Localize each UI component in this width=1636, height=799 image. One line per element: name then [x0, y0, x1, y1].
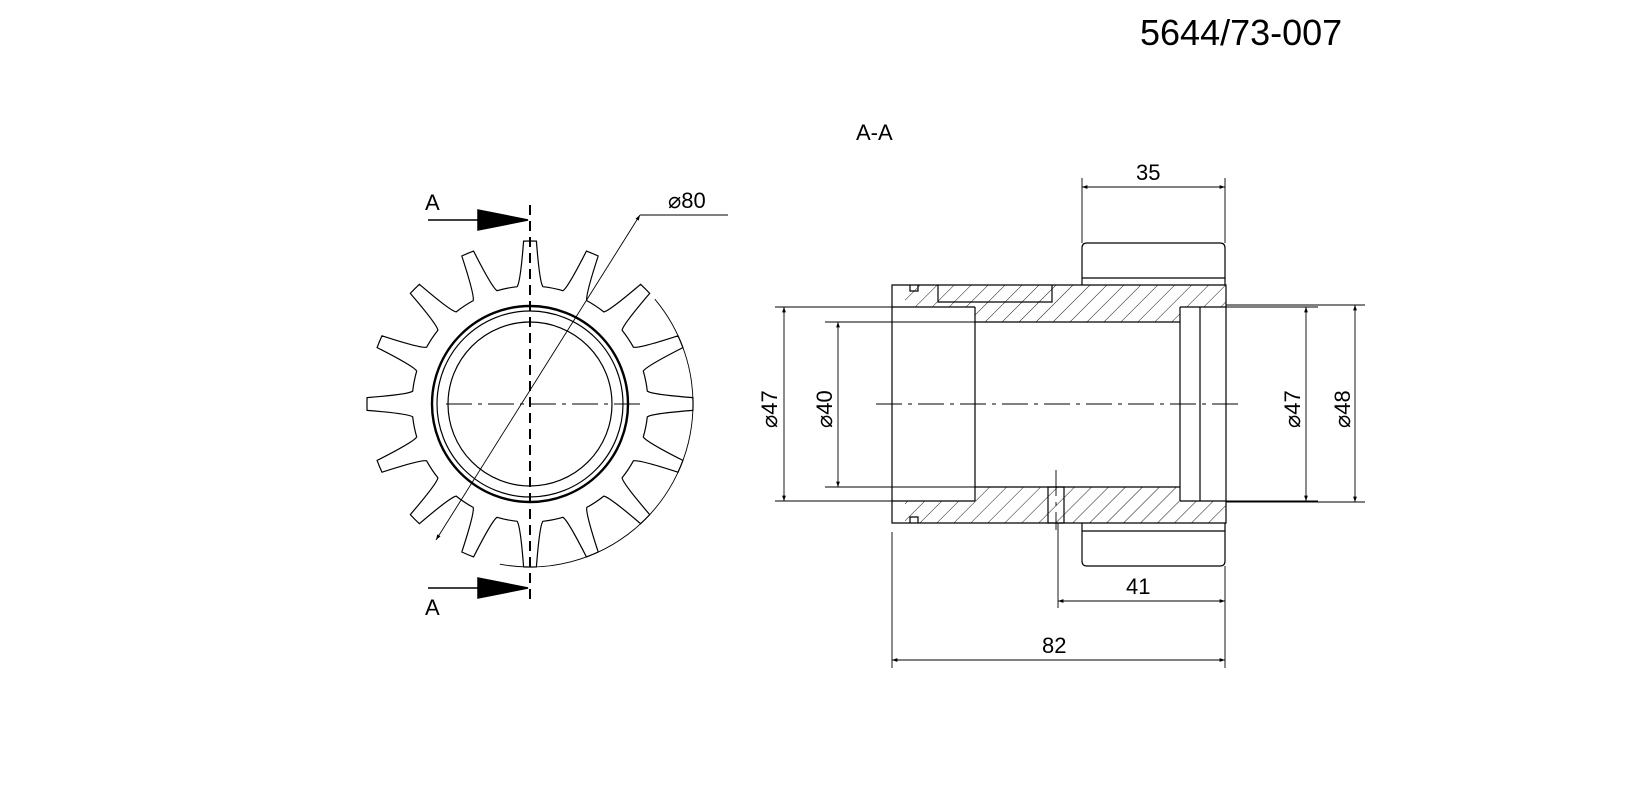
section-arrow-top: [428, 209, 529, 231]
drawing-number: 5644/73-007: [1140, 12, 1342, 53]
dim-40-label: ⌀40: [812, 390, 837, 428]
section-view: [876, 242, 1240, 567]
section-arrow-bottom: [428, 577, 529, 599]
section-mark-top: A: [425, 190, 440, 215]
top-keyway: [937, 285, 1053, 303]
section-mark-bottom: A: [425, 595, 440, 620]
section-view-title: A-A: [856, 120, 893, 145]
dimension-lines: 35 ⌀47 ⌀40 ⌀47 ⌀48 41 82: [757, 160, 1365, 668]
hatch-top-wall: [905, 285, 1226, 322]
hub-bottom-outline: [1081, 523, 1226, 567]
hub-top-outline: [1081, 242, 1226, 285]
dim-41-label: 41: [1126, 574, 1150, 599]
bottom-groove: [909, 516, 919, 523]
gear-front-view: A A ⌀80: [366, 188, 728, 620]
dim-right-47-label: ⌀47: [1280, 390, 1305, 428]
dim-82-label: 82: [1042, 633, 1066, 658]
diameter-80-leader: [435, 214, 641, 541]
dim-35-label: 35: [1136, 160, 1160, 185]
top-groove: [909, 285, 919, 292]
dim-48-label: ⌀48: [1330, 390, 1355, 428]
diameter-80-label: ⌀80: [668, 188, 706, 213]
hatch-bottom-wall: [905, 487, 1226, 523]
body-outline: [891, 284, 1227, 524]
dim-left-47-label: ⌀47: [757, 390, 782, 428]
